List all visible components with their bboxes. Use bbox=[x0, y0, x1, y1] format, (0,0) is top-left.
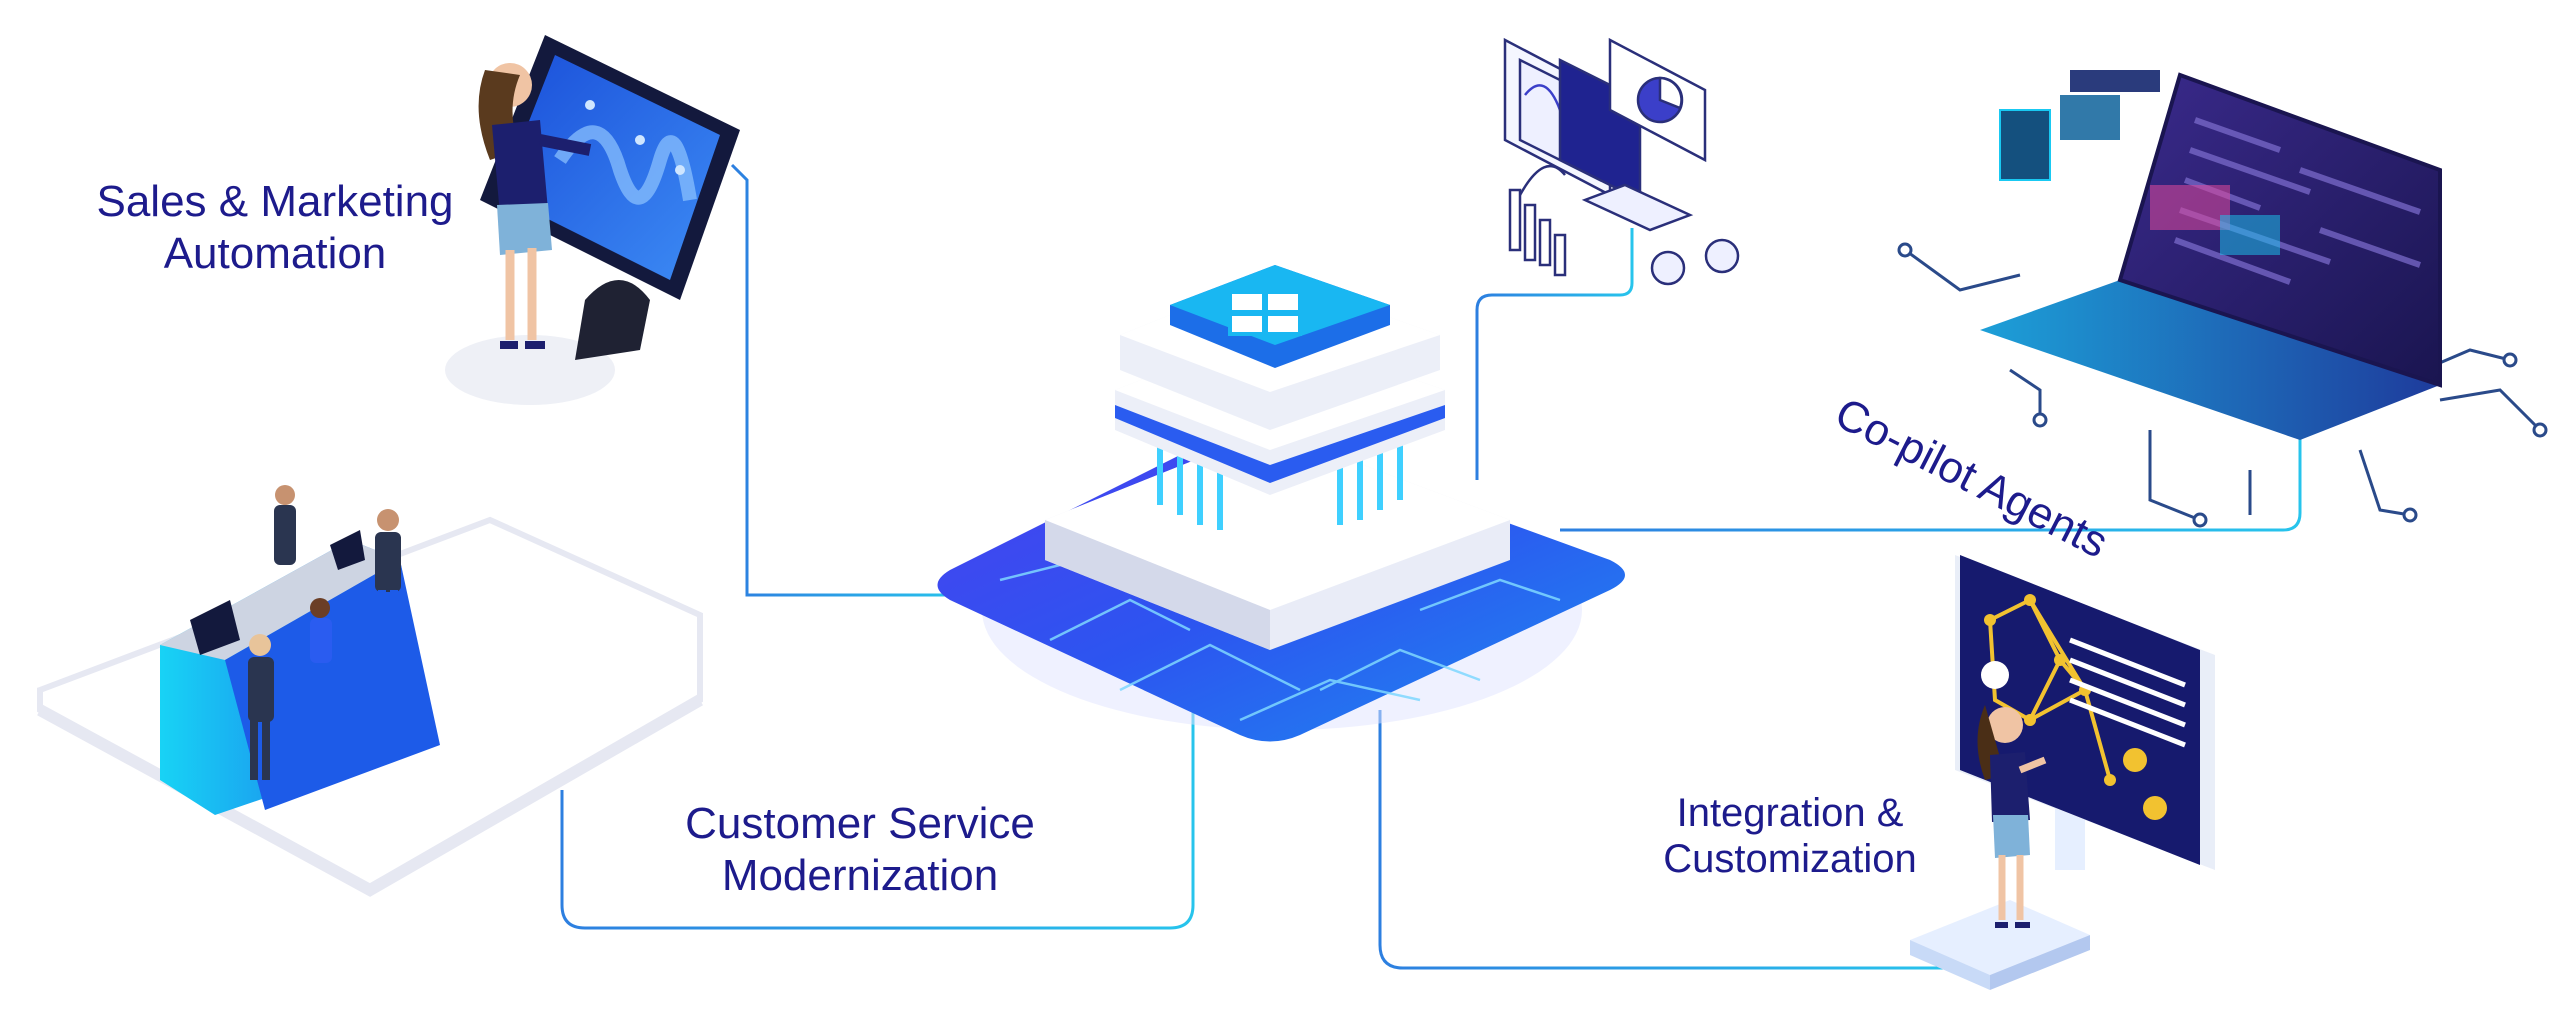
label-customer-service-modernization: Customer Service Modernization bbox=[660, 798, 1060, 902]
connector-integration bbox=[1378, 710, 1950, 970]
connector-analytics bbox=[1475, 228, 1634, 480]
connector-lines bbox=[560, 163, 2302, 970]
windows-logo-icon bbox=[1228, 290, 1302, 336]
label-line: Customization bbox=[1663, 837, 1917, 881]
touchscreen-presenter-icon bbox=[445, 35, 740, 405]
connector-customer-service bbox=[560, 710, 1195, 930]
analytics-dashboard-icon bbox=[1503, 37, 1740, 286]
label-line: Modernization bbox=[721, 851, 999, 900]
label-sales-marketing-automation: Sales & Marketing Automation bbox=[80, 176, 470, 280]
connector-sales bbox=[730, 163, 965, 597]
label-line: Integration & bbox=[1676, 791, 1904, 835]
central-hub bbox=[937, 265, 1625, 742]
laptop-circuit-icon bbox=[1897, 70, 2548, 528]
service-desk-icon bbox=[37, 485, 703, 897]
label-line: Sales & Marketing bbox=[96, 177, 454, 226]
label-integration-customization: Integration & Customization bbox=[1630, 790, 1950, 882]
label-line: Customer Service bbox=[685, 799, 1035, 848]
network-board-icon bbox=[1910, 555, 2215, 990]
label-line: Automation bbox=[163, 229, 387, 278]
connector-copilot bbox=[1560, 430, 2302, 532]
